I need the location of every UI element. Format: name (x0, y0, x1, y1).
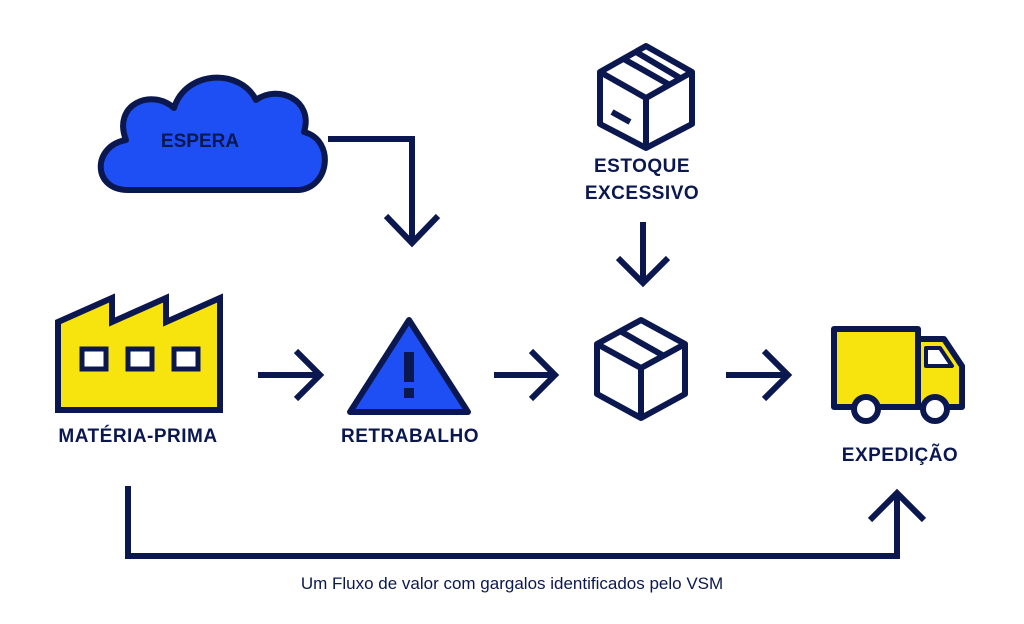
cloud-icon (97, 74, 328, 194)
warning-triangle-icon (347, 317, 471, 415)
materia-prima-label: MATÉRIA-PRIMA (58, 426, 218, 447)
connector-materia-expedicao (125, 486, 927, 559)
espera-label: ESPERA (161, 131, 239, 152)
factory-icon (55, 293, 223, 413)
retrabalho-label: RETRABALHO (341, 426, 479, 447)
diagram-caption: Um Fluxo de valor com gargalos identific… (300, 574, 724, 593)
arrow-produto-expedicao (726, 348, 793, 402)
arrow-materia-retrabalho (258, 348, 325, 402)
truck-icon (831, 326, 965, 424)
arrow-retrabalho-produto (494, 348, 560, 402)
arrow-estoque-produto (615, 222, 671, 288)
estoque-label-line2: EXCESSIVO (584, 183, 700, 204)
expedicao-label: EXPEDIÇÃO (841, 445, 959, 466)
connector-espera-retrabalho (328, 136, 441, 248)
stacked-boxes-icon (597, 43, 695, 151)
box-icon (594, 317, 688, 421)
estoque-label-line1: ESTOQUE (593, 156, 691, 177)
